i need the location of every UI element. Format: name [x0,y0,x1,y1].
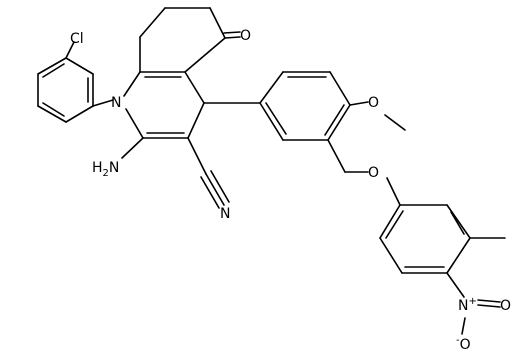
chlorophenyl-ring [37,57,94,123]
aryl-n-bond [92,99,114,107]
nitrile-triple-3 [210,170,230,203]
n-o-top-bond-double [477,299,501,303]
n-o-top-bond [477,304,501,308]
c-ome-bond [349,101,369,106]
ring-nitrogen-label: N [111,95,121,111]
nitrile-nitrogen-label: N [220,206,230,222]
ketone-bond-double [223,31,241,34]
nitrotolyl-ring [379,204,471,274]
ome-methyl-bond [384,114,406,131]
benzyl-ch2-bond [327,139,346,173]
nitro-nitrogen-label: N+ [458,296,477,314]
nitro-oxygen-bottom-label: -O [456,335,471,353]
ketone-bond [224,36,241,39]
nitrile-triple-1 [205,173,225,206]
cyclohexenone-ring [139,7,226,73]
nitro-oxygen-top-label: O [500,298,511,314]
nitro-o-charge: - [456,335,460,346]
c-cn-bond [187,137,207,175]
amino-n-text: N [109,160,119,176]
ether-oxygen-label: O [368,165,379,181]
c-nh2-bond [121,137,144,159]
methoxyphenyl-ring [259,71,351,141]
chlorine-label: Cl [70,31,84,47]
n-o-bottom-bond [461,317,466,335]
c-cl-bond [65,41,75,59]
pyridine-ring [123,71,205,139]
nitro-n-charge: + [468,296,476,307]
nitrile-triple-2 [200,176,220,209]
nitro-n-text: N [458,298,468,314]
o-aryl-bond [386,177,401,206]
amino-subscript: 2 [103,168,109,179]
ketone-oxygen-label: O [240,28,251,44]
nitro-o-text: O [460,337,471,353]
methoxy-oxygen-label: O [368,95,379,111]
amino-hydrogen-label: H2N [92,160,119,179]
c-no2-bond [446,272,465,298]
amino-h-text: H [92,160,103,176]
